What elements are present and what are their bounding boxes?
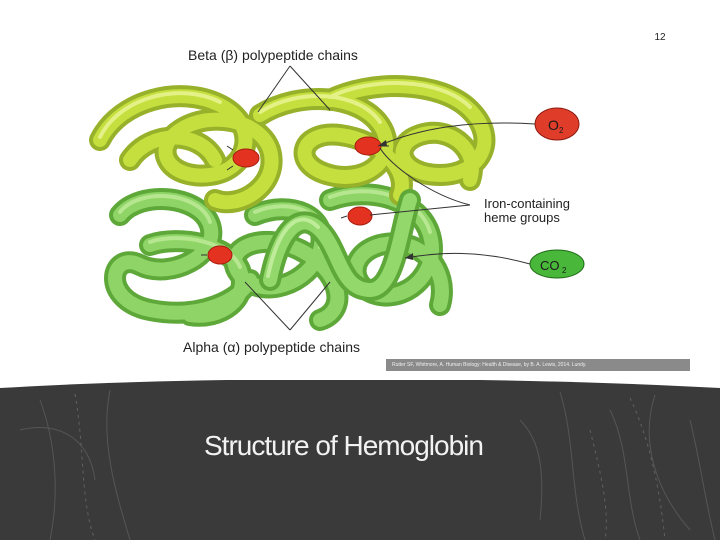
hemoglobin-figure: O 2 CO 2 — [89, 47, 690, 371]
page-number: 12 — [654, 32, 666, 43]
slide-title: Structure of Hemoglobin — [204, 430, 484, 461]
heme-group — [232, 148, 260, 168]
figure-credit-bar: Rutter SF, Whitmore, A. Human Biology: H… — [386, 359, 690, 371]
co2-label: CO — [540, 258, 560, 273]
o2-label: O — [548, 117, 559, 133]
alpha-label: Alpha (α) polypeptide chains — [183, 339, 360, 355]
heme-label-line-1: Iron-containing — [484, 196, 570, 211]
heme-label-line-2: heme groups — [484, 210, 560, 225]
figure-credit: Rutter SF, Whitmore, A. Human Biology: H… — [392, 362, 587, 368]
hemoglobin-diagram: O 2 CO 2 — [89, 47, 585, 355]
title-panel-background — [0, 379, 720, 540]
beta-chains — [89, 75, 496, 214]
heme-group — [207, 245, 233, 265]
heme-groups — [201, 136, 389, 265]
heme-group — [347, 206, 373, 226]
o2-subscript: 2 — [559, 126, 564, 135]
leader-lines — [244, 65, 536, 331]
co2-molecule: CO 2 — [529, 249, 585, 279]
alpha-front-strand — [259, 189, 421, 301]
beta-label: Beta (β) polypeptide chains — [188, 47, 358, 63]
heme-group — [354, 136, 382, 156]
o2-molecule: O 2 — [534, 107, 580, 141]
title-panel — [0, 379, 720, 540]
co2-subscript: 2 — [562, 266, 567, 275]
